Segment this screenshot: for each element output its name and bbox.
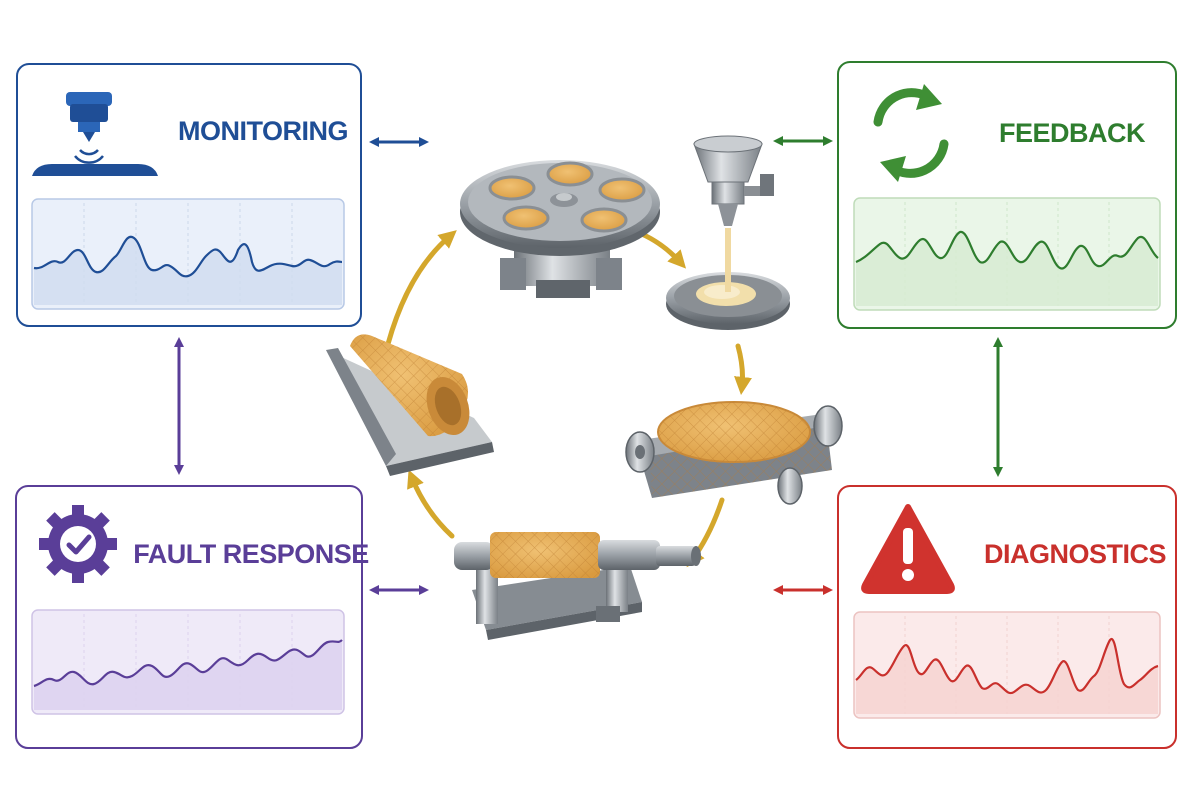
monitoring-chart (31, 198, 345, 310)
sensor-icon (32, 92, 158, 176)
feedback-chart (853, 197, 1161, 311)
batter-dispenser-icon (666, 135, 790, 330)
diagnostics-title: DIAGNOSTICS (984, 539, 1166, 569)
flow-arrow-roller-to-cone (407, 469, 455, 539)
rotary-plate-machine-icon (460, 160, 660, 298)
roller-press-icon (454, 532, 701, 640)
flow-arrow-cone-to-plate (385, 230, 457, 347)
monitoring-title: MONITORING (178, 116, 348, 146)
fault-response-chart (31, 609, 345, 715)
feedback-title: FEEDBACK (999, 118, 1146, 148)
cone-tray-icon (326, 334, 494, 476)
diagnostics-chart (853, 611, 1161, 719)
monitoring-panel: MONITORING (16, 63, 362, 327)
fault-response-panel: FAULT RESPONSE (15, 485, 369, 749)
gear-check-icon (39, 505, 117, 583)
feedback-panel: FEEDBACK (837, 61, 1177, 329)
conveyor-wafer-icon (625, 401, 843, 505)
diagnostics-panel: DIAGNOSTICS (837, 485, 1177, 749)
fault-response-title: FAULT RESPONSE (133, 539, 369, 569)
flow-arrow-depositor-to-conveyor (734, 343, 752, 395)
warning-triangle-icon (861, 504, 955, 594)
cycle-arrows-icon (873, 84, 949, 182)
